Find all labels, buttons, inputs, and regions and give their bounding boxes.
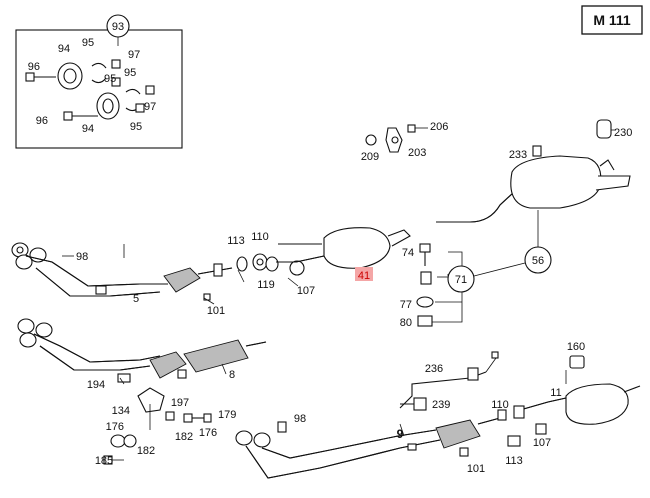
- model-box: M 111: [581, 5, 643, 35]
- label-98: 98: [294, 413, 306, 425]
- label-203: 203: [408, 147, 426, 159]
- oxygen-sensor-icon: [399, 351, 499, 411]
- label-110: 110: [491, 399, 509, 411]
- label-95: 95: [124, 67, 136, 79]
- highlight-label: 41: [358, 270, 370, 282]
- rubber-mount-icon: [569, 355, 585, 369]
- label-194: 194: [87, 379, 105, 391]
- label-110: 110: [251, 231, 269, 243]
- label-182: 182: [137, 445, 155, 457]
- label-230: 230: [614, 127, 632, 139]
- lower-hanger-icon: [63, 85, 155, 121]
- label-160: 160: [567, 341, 585, 353]
- label-98: 98: [76, 251, 88, 263]
- rear-muffler-bottom-icon: [497, 383, 641, 447]
- label-119: 119: [257, 279, 275, 291]
- label-80: 80: [400, 317, 412, 329]
- label-239: 239: [432, 399, 450, 411]
- part-number-labels: 96 94 95 97 95 95 97 96 94 95 206 209 20…: [28, 37, 633, 475]
- label-97: 97: [128, 49, 140, 61]
- label-94: 94: [82, 123, 94, 135]
- label-197: 197: [171, 397, 189, 409]
- center-catalytic-converter-icon: [276, 227, 411, 269]
- label-113: 113: [505, 455, 523, 467]
- inset-circle-label: 93: [112, 21, 124, 33]
- label-101: 101: [467, 463, 485, 475]
- hanger-inset: 93: [15, 14, 183, 149]
- leader-lines: [62, 244, 567, 437]
- label-179: 179: [218, 409, 236, 421]
- callout-circles: 71 56: [432, 210, 552, 323]
- label-9: 9: [397, 427, 404, 441]
- label-97: 97: [144, 101, 156, 113]
- label-176: 176: [199, 427, 217, 439]
- label-74: 74: [402, 247, 414, 259]
- label-236: 236: [425, 363, 443, 375]
- highlight-marker: [355, 267, 373, 281]
- label-176: 176: [106, 421, 124, 433]
- label-185: 185: [95, 455, 113, 467]
- label-209: 209: [361, 151, 379, 163]
- label-8: 8: [229, 369, 235, 381]
- label-107: 107: [297, 285, 315, 297]
- label-101: 101: [207, 305, 225, 317]
- label-96: 96: [28, 61, 40, 73]
- rear-muffler-top-icon: [436, 155, 631, 223]
- label-233: 233: [509, 149, 527, 161]
- front-downpipe-icon: [11, 242, 233, 301]
- second-downpipe-icon: [17, 318, 267, 383]
- label-95: 95: [82, 37, 94, 49]
- model-label: M 111: [593, 12, 631, 28]
- label-107: 107: [533, 437, 551, 449]
- label-134: 134: [112, 405, 130, 417]
- label-5: 5: [133, 293, 139, 305]
- circle-56: 56: [532, 255, 544, 267]
- label-113: 113: [227, 235, 245, 247]
- rear-mount-icon: [532, 119, 616, 157]
- label-11: 11: [550, 387, 561, 399]
- label-182: 182: [175, 431, 193, 443]
- mount-bolt-stack-icon: [416, 243, 434, 327]
- circle-71: 71: [455, 274, 467, 286]
- label-77: 77: [400, 299, 412, 311]
- lower-bracket-assembly-icon: [103, 387, 212, 465]
- lower-exhaust-pipe-icon: [235, 417, 501, 479]
- label-94: 94: [58, 43, 70, 55]
- bracket-parts-icon: [365, 124, 428, 153]
- label-95: 95: [104, 73, 116, 85]
- label-95: 95: [130, 121, 142, 133]
- label-96: 96: [36, 115, 48, 127]
- clamp-parts-icon: [236, 253, 305, 276]
- upper-hanger-icon: [25, 59, 121, 90]
- label-206: 206: [430, 121, 448, 133]
